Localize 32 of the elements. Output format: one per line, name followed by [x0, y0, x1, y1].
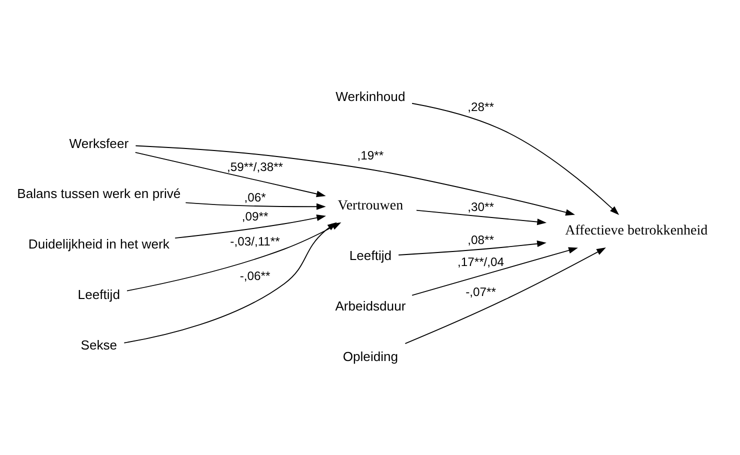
node-text: Leeftijd	[349, 248, 392, 263]
node-text: Werkinhoud	[336, 89, 406, 104]
edge-label: ,19**	[357, 148, 384, 163]
arrow	[412, 102, 620, 216]
edge-label: ,09**	[242, 209, 268, 224]
node-text: Opleiding	[342, 348, 398, 364]
arrow	[135, 145, 576, 216]
edge-label: -,06**	[240, 269, 270, 284]
arrow	[174, 214, 326, 239]
edge-label: ,08**	[468, 232, 494, 247]
node-text: Balans tussen werk en privé	[17, 186, 181, 202]
edge-label: -,07**	[466, 285, 496, 300]
arrow	[134, 152, 326, 198]
node-text: Duidelijkheid in het werk	[28, 236, 170, 252]
edge-label: ,59**/,38**	[227, 160, 284, 174]
arrow	[416, 210, 547, 226]
edge-label: ,06*	[244, 190, 266, 205]
node-text: Sekse	[80, 338, 118, 353]
node-text: Werksfeer	[69, 136, 129, 151]
arrow	[398, 240, 546, 256]
edge-label: ,17**/,04	[457, 255, 504, 270]
arrow	[185, 202, 326, 210]
node-text: Vertrouwen	[338, 198, 404, 214]
edge-label: ,28**	[468, 100, 494, 114]
node-text: Arbeidsduur	[335, 298, 406, 314]
edge-label: -,03/,11**	[230, 234, 280, 249]
edge-label: ,30**	[468, 200, 494, 214]
arrow	[404, 247, 606, 344]
arrow	[412, 247, 578, 296]
node-text: Leeftijd	[78, 287, 120, 302]
arrow	[124, 222, 337, 344]
node-text: Affectieve betrokkenheid	[565, 224, 708, 239]
